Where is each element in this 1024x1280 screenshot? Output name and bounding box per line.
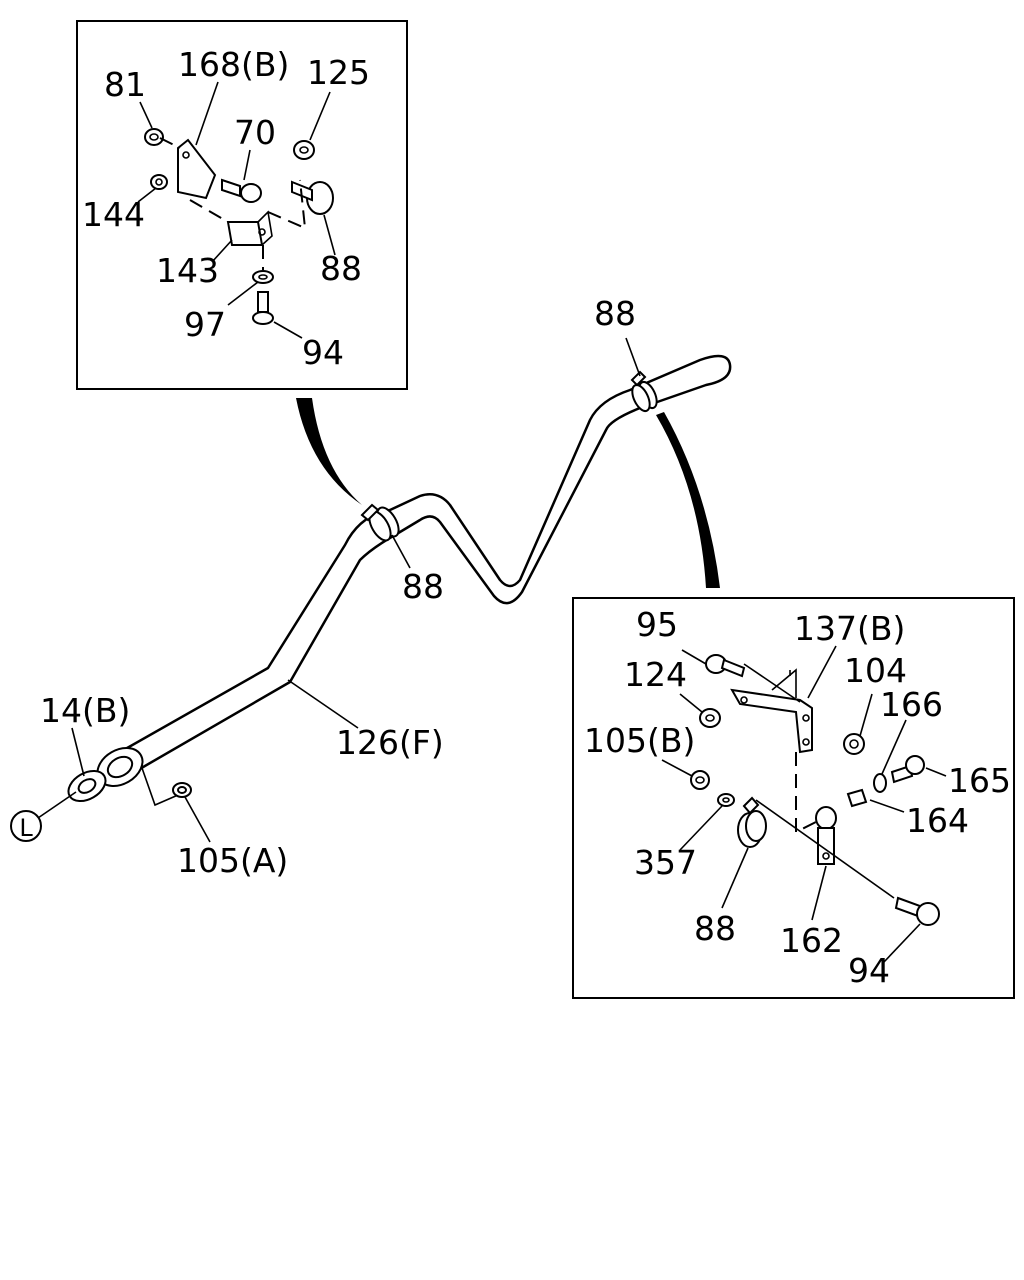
label-105b: 105(B) <box>584 721 695 760</box>
label-357: 357 <box>634 843 697 882</box>
label-70: 70 <box>234 113 276 152</box>
label-88-inset2: 88 <box>694 909 736 948</box>
bracket-162 <box>817 827 835 865</box>
callout-arrow-top-inset <box>296 398 362 505</box>
label-95: 95 <box>636 605 678 644</box>
label-126f: 126(F) <box>336 723 444 762</box>
washer-97 <box>252 270 274 284</box>
clamp-88-mid <box>360 503 400 542</box>
label-166: 166 <box>880 685 943 724</box>
washer-166 <box>873 773 887 793</box>
nut-124 <box>699 708 721 728</box>
label-94-inset1: 94 <box>302 333 344 372</box>
nut-104 <box>843 733 865 755</box>
nut-81 <box>144 128 164 146</box>
label-14b: 14(B) <box>40 691 130 730</box>
label-137b: 137(B) <box>794 609 905 648</box>
label-168b: 168(B) <box>178 45 289 84</box>
bracket-168b <box>177 138 217 200</box>
nut-105a <box>172 782 192 798</box>
collar-164 <box>846 788 868 808</box>
l-marker-text: L <box>19 814 33 842</box>
gasket-14b <box>67 769 107 803</box>
detail-inset-bottom-right: 95 137(B) 124 104 166 105(B) 165 164 357… <box>572 597 1015 999</box>
label-144: 144 <box>82 195 145 234</box>
label-81: 81 <box>104 65 146 104</box>
bolt-94-inset1 <box>257 291 269 313</box>
label-97: 97 <box>184 305 226 344</box>
nut-105b <box>690 770 710 790</box>
clamp-88-top <box>630 370 658 413</box>
nut-125 <box>293 140 315 160</box>
washer-357 <box>717 793 735 807</box>
label-143: 143 <box>156 251 219 290</box>
detail-inset-top-left: 81 168(B) 125 70 144 143 88 97 94 <box>76 20 408 390</box>
mount-143 <box>226 221 264 246</box>
nut-144 <box>150 174 168 190</box>
label-88-inset1: 88 <box>320 249 362 288</box>
pipe-inlet-flange <box>96 747 144 787</box>
label-165: 165 <box>948 761 1011 800</box>
label-105a: 105(A) <box>177 841 288 880</box>
label-124: 124 <box>624 655 687 694</box>
l-connection-marker <box>10 810 42 842</box>
label-164: 164 <box>906 801 969 840</box>
label-94-inset2: 94 <box>848 951 890 990</box>
callout-arrow-right-inset <box>656 412 720 588</box>
label-125: 125 <box>307 53 370 92</box>
label-104: 104 <box>844 651 907 690</box>
mount-rubber <box>815 806 837 830</box>
label-88-top: 88 <box>594 294 636 333</box>
bracket-137b <box>730 688 813 754</box>
label-88-mid: 88 <box>402 567 444 606</box>
exhaust-pipe-126f <box>119 354 732 772</box>
bolt-70 <box>221 178 241 198</box>
label-162: 162 <box>780 921 843 960</box>
